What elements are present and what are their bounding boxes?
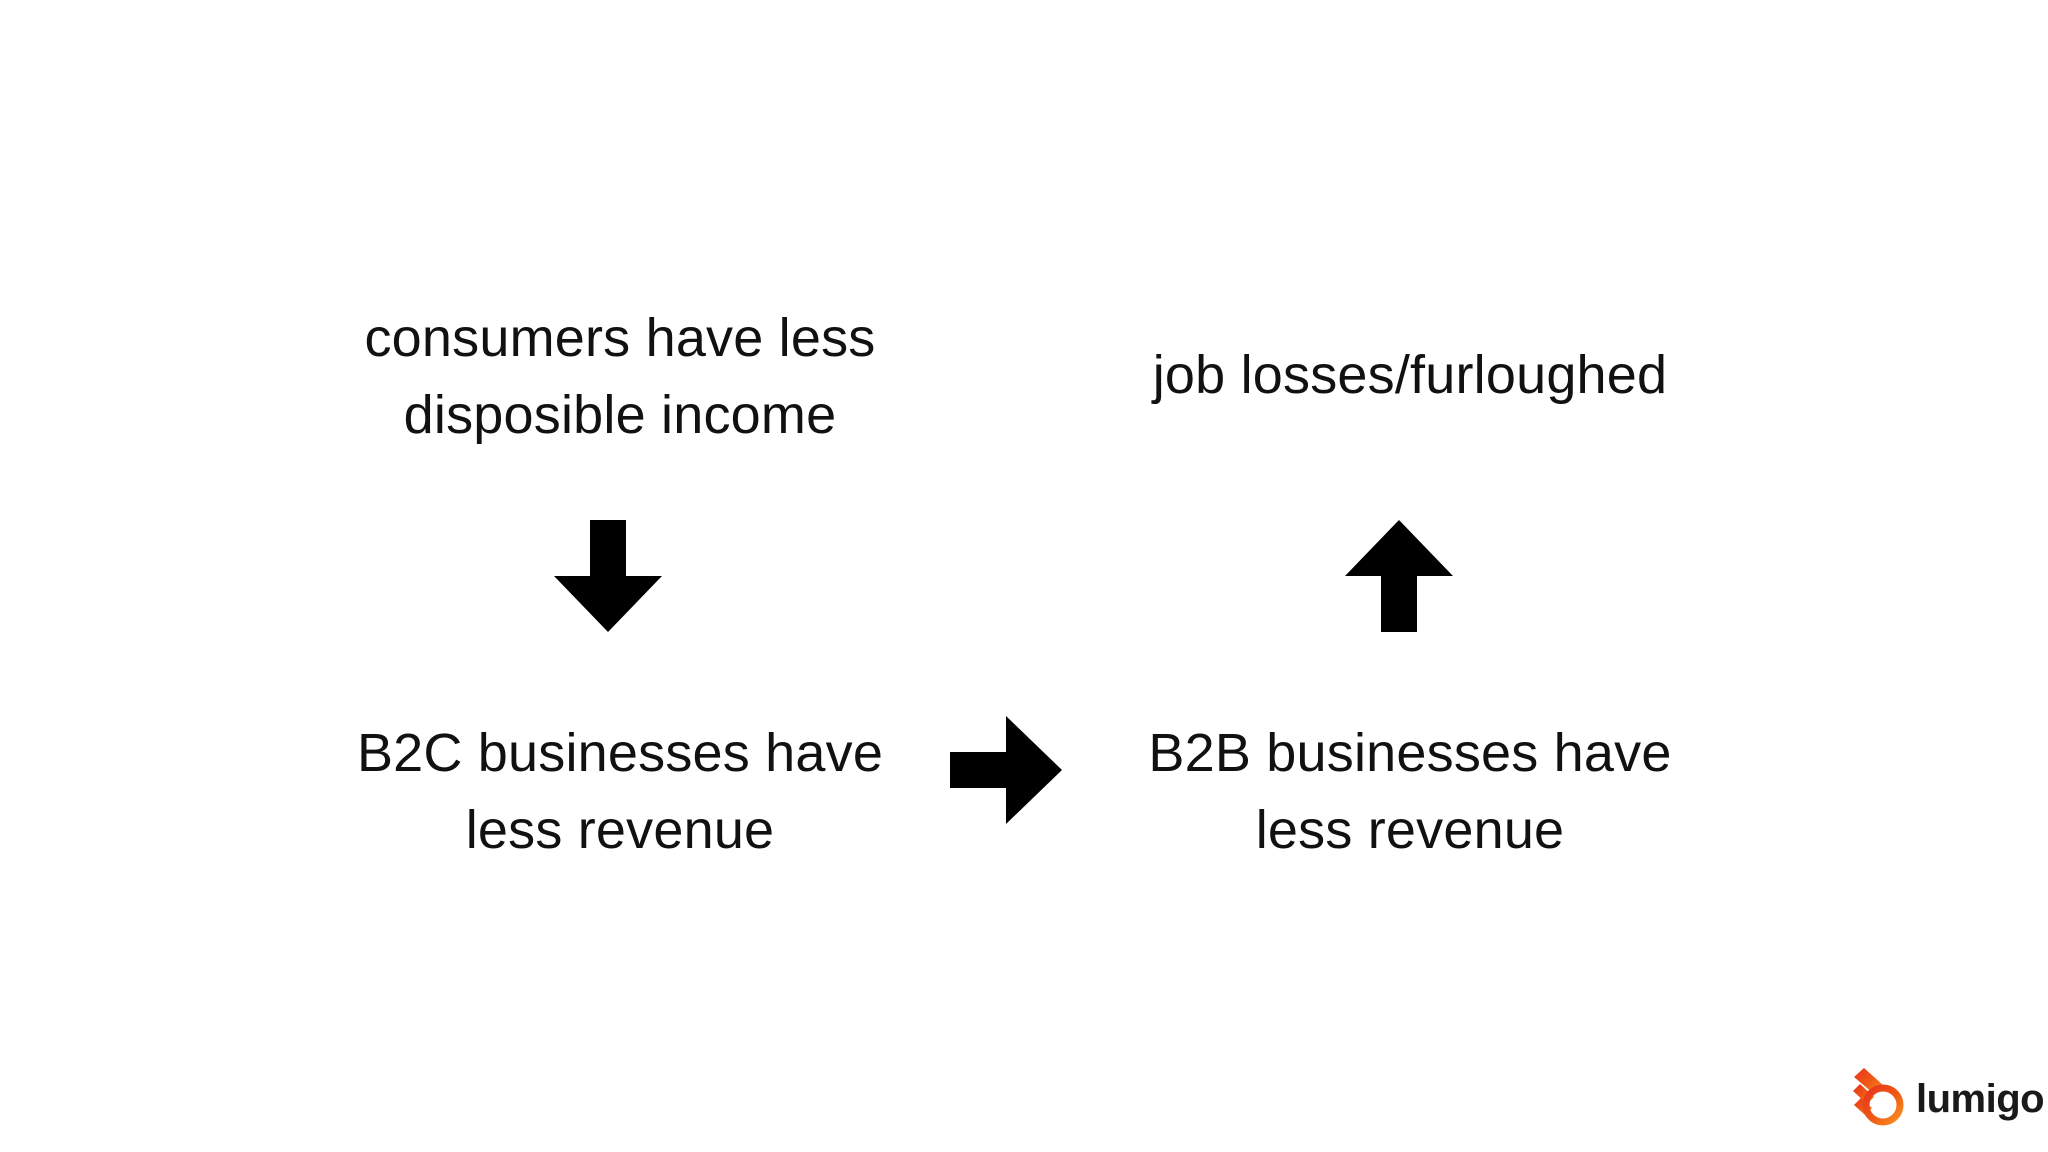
diagram-node-b2b-revenue: B2B businesses have less revenue (1148, 723, 1672, 860)
diagram-node-job-losses: job losses/furloughed (1152, 345, 1668, 405)
diagram-node-consumers-income: consumers have less disposible income (364, 308, 876, 445)
arrow-up-icon (1345, 520, 1453, 632)
lumigo-logo: lumigo (1852, 1058, 2045, 1136)
arrow-down-icon (554, 520, 662, 632)
arrow-right-icon (950, 716, 1062, 824)
lumigo-wordmark: lumigo (1916, 1077, 2045, 1121)
diagram-node-b2c-revenue: B2C businesses have less revenue (356, 723, 884, 860)
lumigo-comet-icon (1853, 1068, 1904, 1126)
